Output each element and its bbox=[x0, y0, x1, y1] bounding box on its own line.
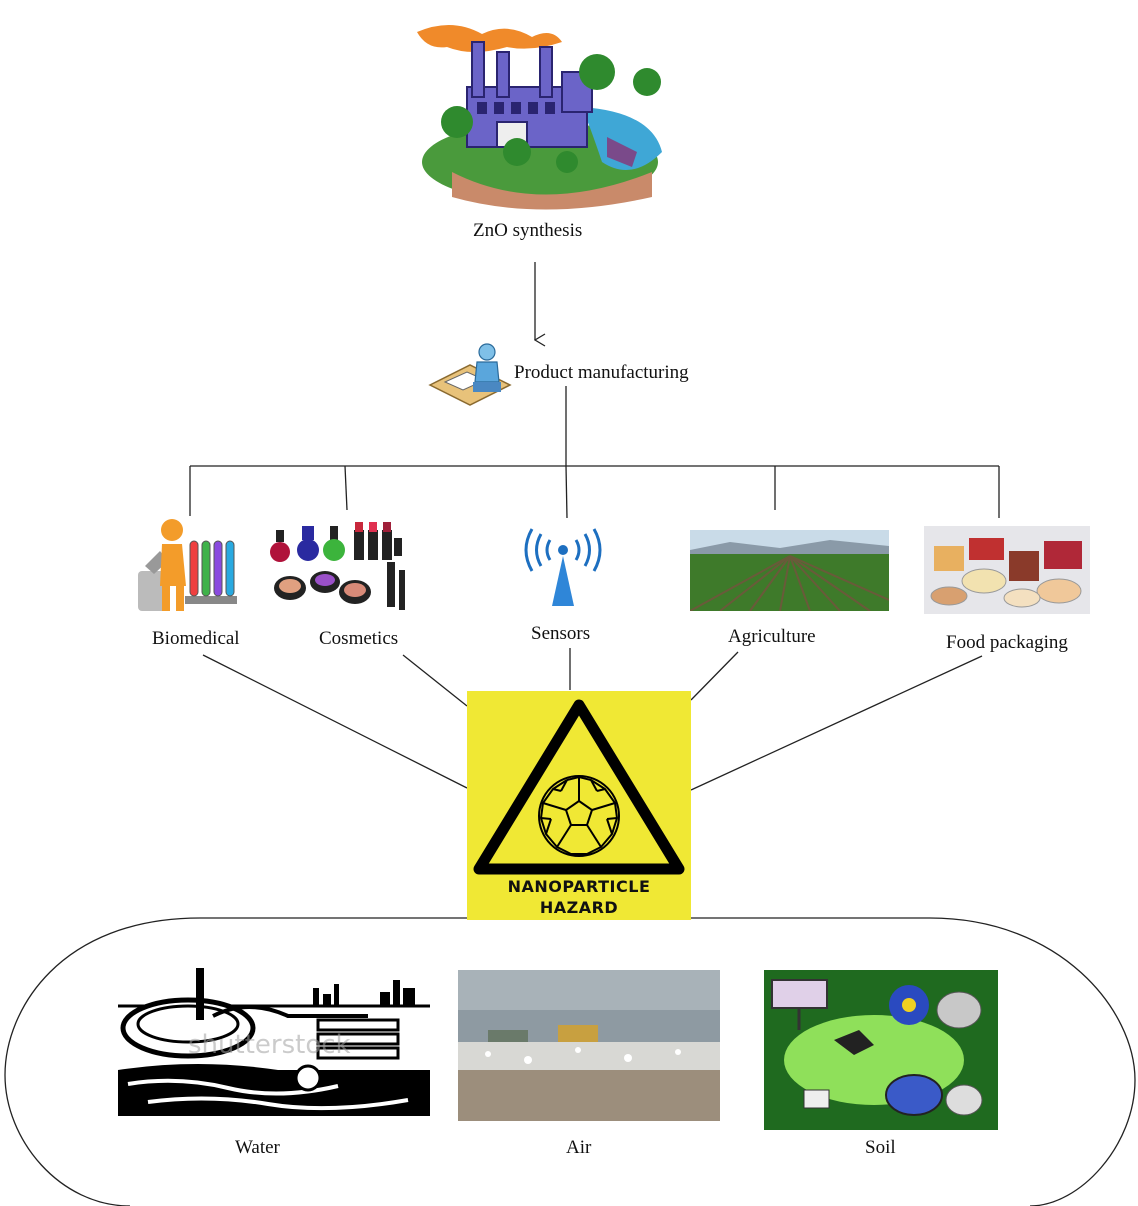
application-label-biomedical: Biomedical bbox=[152, 628, 240, 649]
link-food-hazard bbox=[690, 655, 983, 791]
water-watermark: shutterstock bbox=[188, 1030, 351, 1060]
fullerene-warning-sign-icon: NANOPARTICLE HAZARD bbox=[467, 691, 691, 920]
scientist-test-tubes-icon bbox=[130, 516, 240, 616]
environment-label-soil: Soil bbox=[865, 1137, 896, 1158]
environment-enclosure bbox=[4, 917, 1136, 1206]
crop-field-photo bbox=[690, 530, 889, 611]
application-label-food-packaging: Food packaging bbox=[946, 632, 1068, 653]
environment-label-water: Water bbox=[235, 1137, 280, 1158]
source-label: ZnO synthesis bbox=[473, 220, 583, 241]
application-label-agriculture: Agriculture bbox=[728, 626, 816, 647]
packaged-food-photo bbox=[924, 526, 1090, 614]
cosmetics-icon bbox=[270, 520, 415, 615]
factory-icon bbox=[412, 12, 668, 212]
toxic-waste-icon bbox=[764, 970, 998, 1130]
water-treatment-icon: shutterstock bbox=[118, 958, 430, 1116]
process-label: Product manufacturing bbox=[514, 362, 689, 383]
wireless-signal-icon bbox=[522, 528, 604, 608]
environment-label-air: Air bbox=[566, 1137, 592, 1158]
application-label-sensors: Sensors bbox=[531, 623, 591, 644]
landfill-photo bbox=[458, 970, 720, 1121]
worker-at-desk-icon bbox=[425, 340, 515, 408]
application-label-cosmetics: Cosmetics bbox=[319, 628, 399, 649]
branch-sensors bbox=[565, 465, 568, 519]
link-agriculture-hazard bbox=[690, 651, 739, 701]
hazard-text-line2: HAZARD bbox=[539, 898, 619, 917]
link-cosmetics-hazard bbox=[402, 654, 468, 707]
hazard-text-line1: NANOPARTICLE bbox=[507, 877, 651, 896]
link-biomedical-hazard bbox=[202, 654, 468, 789]
branch-cosmetics bbox=[344, 465, 348, 511]
